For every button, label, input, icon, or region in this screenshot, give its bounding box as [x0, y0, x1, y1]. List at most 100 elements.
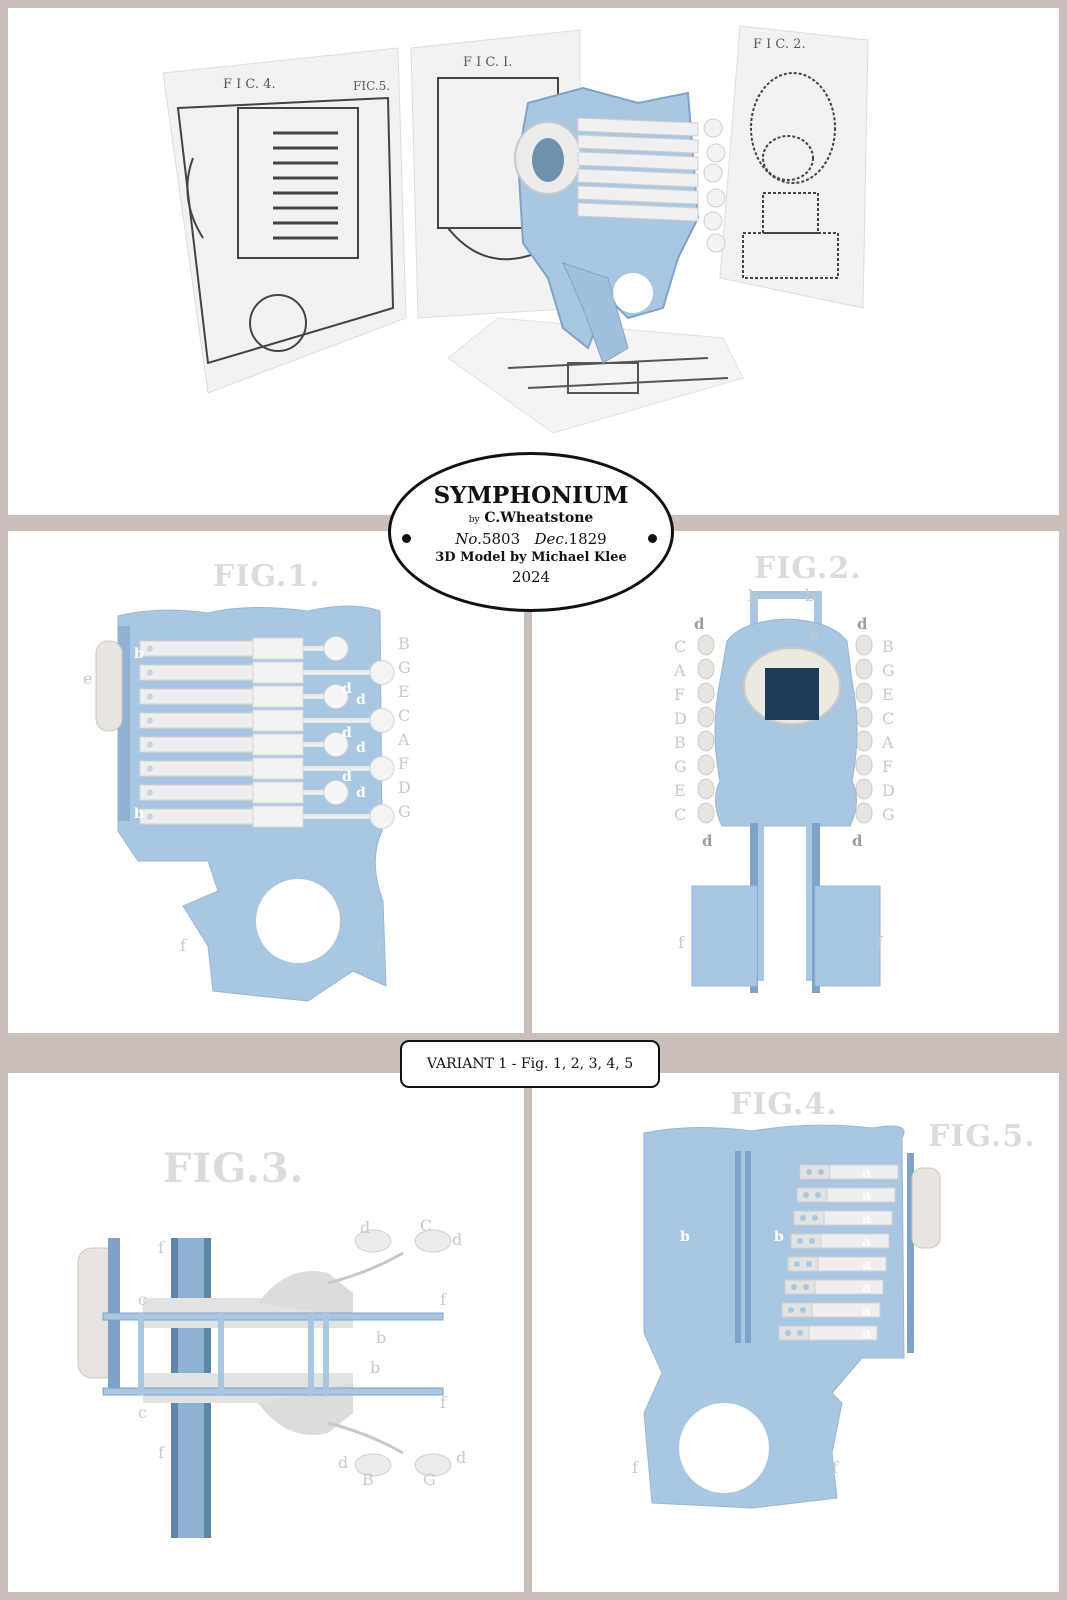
- fig1-panel: FIG.1. B G E C A F D G e b b d d d d d d…: [8, 531, 524, 1033]
- fig1-key-slider: [253, 662, 303, 683]
- fig2-label-d: d: [702, 832, 713, 850]
- fig1-note: D: [398, 778, 411, 797]
- fig3-rail-bottom: [103, 1388, 443, 1395]
- patent-date-prefix: Dec.: [534, 530, 568, 548]
- fig4-reed-screw: [803, 1284, 809, 1290]
- fig3-label-d: d: [338, 1453, 348, 1472]
- fig1-key-slider: [253, 638, 303, 659]
- fig3-label-f: f: [440, 1290, 447, 1309]
- fig2-note-right: B: [882, 637, 894, 656]
- fig1-key-rod: [303, 718, 371, 723]
- fig4-panel: FIG.4. FIG.5. aaaaaaaa b b f f: [532, 1073, 1059, 1592]
- fig1-key-button: [370, 805, 394, 829]
- fig1-key-slider: [253, 710, 303, 731]
- fig1-key-rivet: [147, 718, 153, 724]
- author-by: by: [469, 515, 480, 525]
- fig4-reed-clamp: [797, 1188, 827, 1202]
- variant-label: VARIANT 1 - Fig. 1, 2, 3, 4, 5: [400, 1040, 660, 1088]
- fig1-label-b: b: [134, 646, 144, 662]
- fig1-drawing: B G E C A F D G e b b d d d d d d f f: [8, 531, 524, 1033]
- fig1-key: [140, 737, 255, 752]
- fig4-label-a: a: [862, 1280, 871, 1296]
- fig3-label-f: f: [158, 1238, 165, 1257]
- fig2-note-left: G: [674, 757, 687, 776]
- fig5-mouthpiece: [912, 1168, 940, 1248]
- fig1-key-rod: [303, 670, 371, 675]
- fig4-reed-screw: [812, 1215, 818, 1221]
- fig2-label-f: f: [678, 933, 685, 952]
- patent-label-fig5: FIC.5.: [353, 79, 390, 93]
- fig4-label-f: f: [832, 1458, 839, 1477]
- fig4-label-a: a: [862, 1326, 871, 1342]
- fig3-panel: FIG.3. f f f f c c b b d d d d C B G: [8, 1073, 524, 1592]
- fig1-key: [140, 641, 255, 656]
- fig3-label-G: G: [423, 1470, 436, 1489]
- fig1-label-d: d: [356, 785, 366, 801]
- oval-dot-right: [648, 534, 657, 543]
- fig3-label-d: d: [452, 1230, 462, 1249]
- oval-dot-left: [402, 534, 411, 543]
- patent-no-prefix: No.: [455, 530, 482, 548]
- fig2-panel: FIG.2. C A F D B G E: [532, 531, 1059, 1033]
- fig2-note-right: D: [882, 781, 895, 800]
- fig4-label-f: f: [632, 1458, 639, 1477]
- fig2-label-d: d: [857, 615, 868, 633]
- fig2-label-e: e: [810, 626, 819, 645]
- fig4-reed-screw: [791, 1284, 797, 1290]
- fig1-key: [140, 809, 255, 824]
- fig1-key: [140, 785, 255, 800]
- fig1-key: [140, 689, 255, 704]
- model-year: 2024: [391, 567, 671, 587]
- fig1-key-rivet: [147, 646, 153, 652]
- fig2-note-left: B: [674, 733, 686, 752]
- fig4-reed-screw: [800, 1215, 806, 1221]
- fig2-note-right: A: [881, 733, 894, 752]
- fig4-label-a: a: [862, 1165, 871, 1181]
- fig4-reed-screw: [809, 1238, 815, 1244]
- fig4-label-a: a: [862, 1211, 871, 1227]
- fig2-note-right: G: [882, 805, 895, 824]
- fig4-reed-screw: [815, 1192, 821, 1198]
- fig3-label-b: b: [370, 1358, 380, 1377]
- fig2-note-right: F: [882, 757, 893, 776]
- fig4-label-a: a: [862, 1188, 871, 1204]
- fig4-reed-screw: [806, 1261, 812, 1267]
- fig1-label-f: f: [180, 936, 187, 955]
- title: SYMPHONIUM: [391, 483, 671, 509]
- fig2-note-left: F: [674, 685, 685, 704]
- fig4-reed-screw: [797, 1330, 803, 1336]
- render-image: F I C. 4. FIC.5. F I C. I. F I C. 2.: [8, 8, 1059, 515]
- fig1-note: G: [398, 658, 411, 677]
- fig4-reed-screw: [818, 1169, 824, 1175]
- fig4-reed-screw: [794, 1261, 800, 1267]
- patent-line: No.5803 Dec.1829: [391, 529, 671, 549]
- fig1-note: G: [398, 802, 411, 821]
- fig1-key-rivet: [147, 670, 153, 676]
- fig2-note-right: G: [882, 661, 895, 680]
- fig1-note: C: [398, 706, 410, 725]
- fig4-label-a: a: [862, 1303, 871, 1319]
- fig1-label-d: d: [342, 725, 352, 741]
- fig2-foot-left: [692, 886, 757, 986]
- fig4-reed-clamp: [800, 1165, 830, 1179]
- patent-label-fig4: F I C. 4.: [223, 77, 276, 92]
- top-panel-render: F I C. 4. FIC.5. F I C. I. F I C. 2.: [8, 8, 1059, 515]
- patent-label-fig1: F I C. I.: [463, 55, 512, 70]
- fig4-reed-clamp: [794, 1211, 824, 1225]
- fig4-reed-screw: [806, 1169, 812, 1175]
- fig4-drawing: aaaaaaaa b b f f: [532, 1073, 1059, 1592]
- fig1-key-rivet: [147, 742, 153, 748]
- fig3-label-b: b: [376, 1328, 386, 1347]
- fig1-key-rod: [303, 814, 371, 819]
- fig2-label-d: d: [852, 832, 863, 850]
- fig1-key-button: [370, 709, 394, 733]
- fig4-reed-screw: [800, 1307, 806, 1313]
- model-credit: 3D Model by Michael Klee: [391, 549, 671, 567]
- fig1-label-d: d: [342, 681, 352, 697]
- fig4-label-b: b: [680, 1229, 690, 1245]
- fig4-reed-clamp: [788, 1257, 818, 1271]
- fig1-label-e: e: [83, 669, 92, 688]
- fig1-key-rivet: [147, 766, 153, 772]
- fig2-note-right: E: [882, 685, 894, 704]
- fig2-label-f: f: [876, 933, 883, 952]
